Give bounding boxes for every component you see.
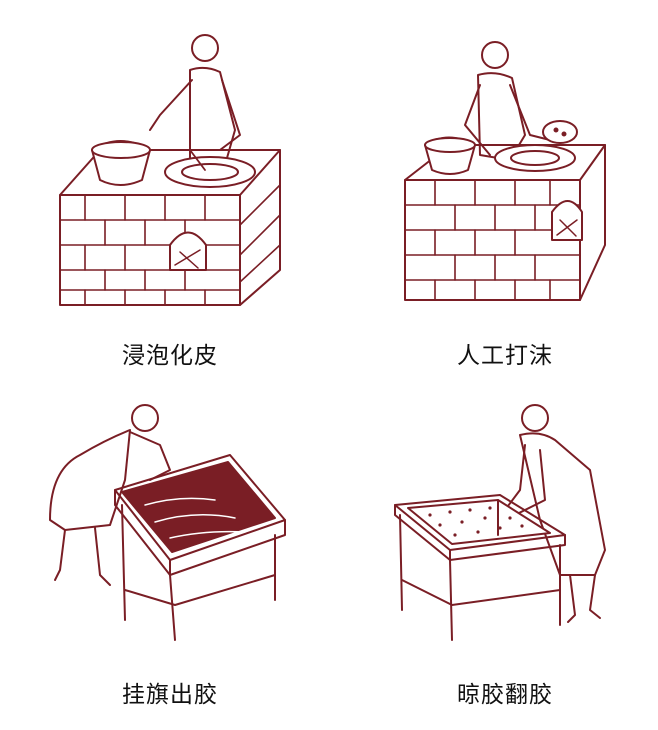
panel-skimming <box>380 30 610 305</box>
panel-drying <box>390 400 620 645</box>
skimming-illustration <box>404 41 606 301</box>
caption-drying: 晾胶翻胶 <box>457 682 553 708</box>
caption-skimming: 人工打沫 <box>457 343 553 369</box>
hanging-illustration <box>49 404 286 641</box>
caption-soaking: 浸泡化皮 <box>122 343 218 369</box>
caption-hanging: 挂旗出胶 <box>122 682 218 708</box>
panel-hanging <box>30 400 300 645</box>
soaking-illustration <box>59 34 281 306</box>
panel-soaking <box>40 20 300 310</box>
drying-illustration <box>394 404 606 641</box>
